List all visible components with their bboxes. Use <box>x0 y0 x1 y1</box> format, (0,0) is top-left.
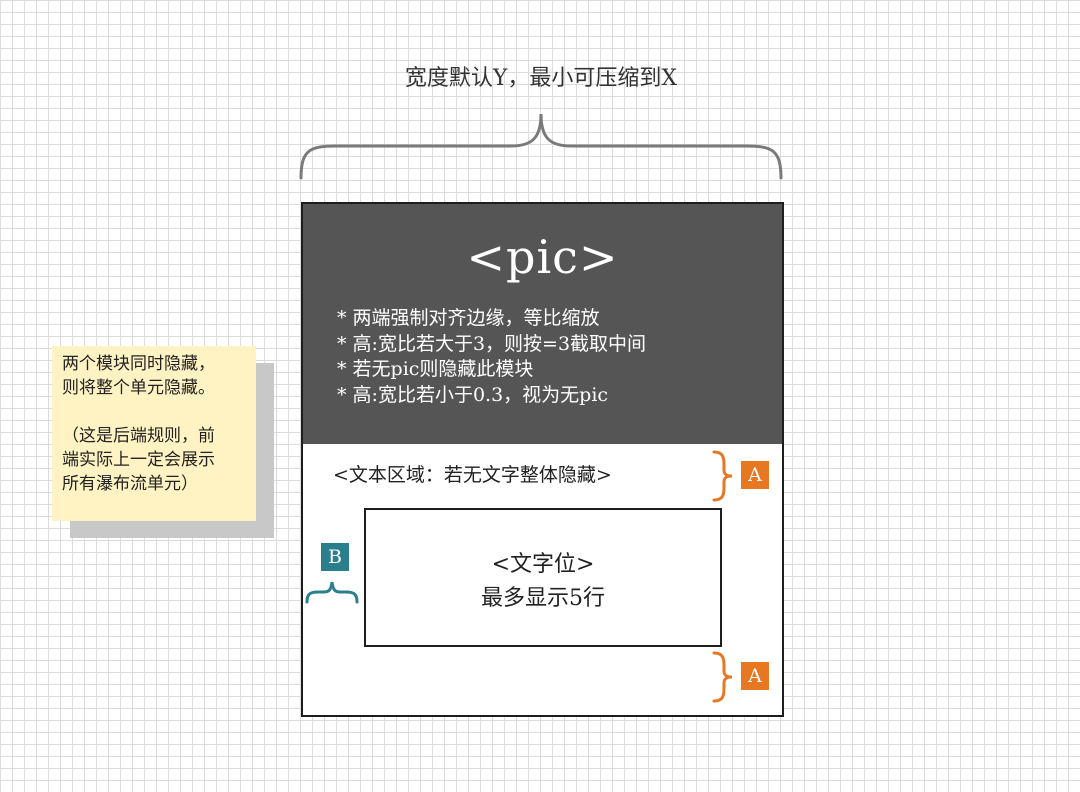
spacing-a-brace-icon <box>712 651 733 703</box>
pic-rule-item: * 高:宽比若小于0.3，视为无pic <box>337 383 609 406</box>
text-placeholder-box: <文字位> 最多显示5行 <box>364 508 722 647</box>
width-brace-icon <box>299 113 783 180</box>
waterfall-card: <pic> * 两端强制对齐边缘，等比缩放 * 高:宽比若大于3，则按=3截取中… <box>301 202 784 717</box>
text-line-limit: 最多显示5行 <box>481 586 605 611</box>
text-placeholder-title: <文字位> <box>491 552 595 577</box>
note-line: 两个模块同时隐藏， <box>62 354 215 374</box>
marker-a-badge: A <box>741 662 769 690</box>
pic-area: <pic> * 两端强制对齐边缘，等比缩放 * 高:宽比若大于3，则按=3截取中… <box>303 204 782 444</box>
text-area-label: <文本区域：若无文字整体隐藏> <box>333 464 612 486</box>
marker-a-badge: A <box>741 461 769 489</box>
spacing-b-brace-icon <box>305 581 359 604</box>
width-note: 宽度默认Y，最小可压缩到X <box>404 66 678 91</box>
pic-rule-item: * 高:宽比若大于3，则按=3截取中间 <box>337 332 647 355</box>
pic-rule-item: * 两端强制对齐边缘，等比缩放 <box>337 307 600 329</box>
marker-b-badge: B <box>321 543 349 571</box>
pic-placeholder-title: <pic> <box>466 230 619 284</box>
pic-rule-item: * 若无pic则隐藏此模块 <box>337 358 534 380</box>
note-line: 则将整个单元隐藏。 <box>62 378 215 398</box>
sticky-note: 两个模块同时隐藏， 则将整个单元隐藏。 （这是后端规则，前 端实际上一定会展示 … <box>52 346 256 521</box>
note-line: 所有瀑布流单元） <box>62 474 198 494</box>
pic-rules-list: * 两端强制对齐边缘，等比缩放 * 高:宽比若大于3，则按=3截取中间 * 若无… <box>337 306 646 408</box>
spacing-a-brace-icon <box>712 450 733 502</box>
note-line: （这是后端规则，前 <box>62 426 215 446</box>
note-line: 端实际上一定会展示 <box>62 450 215 470</box>
